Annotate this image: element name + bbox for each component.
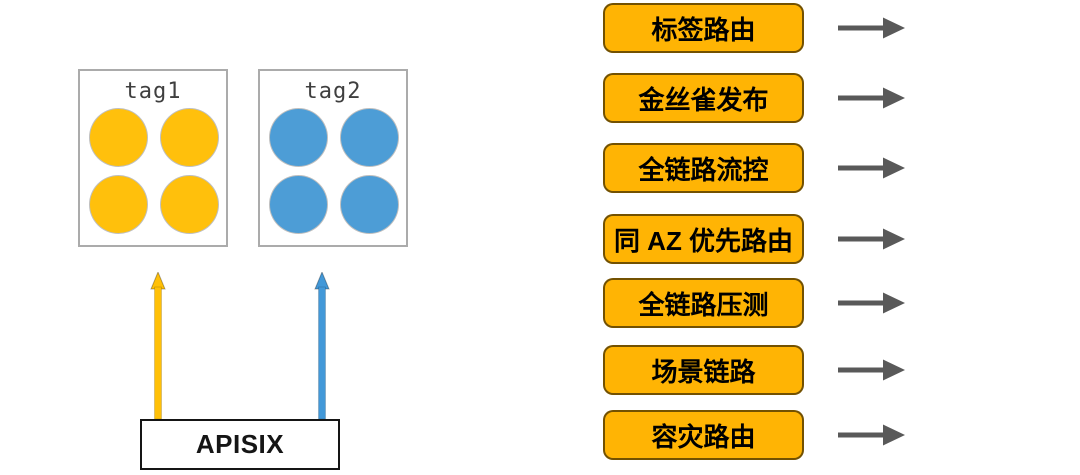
up-arrow-icon-blue (314, 272, 330, 419)
feature-row: 同 AZ 优先路由 (603, 214, 906, 264)
feature-button-full-link-stress-test: 全链路压测 (603, 278, 804, 328)
cluster-box-tag2: tag2 (258, 69, 408, 247)
right-arrow-icon (838, 87, 905, 109)
pod-circle (341, 176, 398, 233)
feature-row: 金丝雀发布 (603, 73, 906, 123)
pod-circle (270, 109, 327, 166)
feature-button-full-link-flow-control: 全链路流控 (603, 143, 804, 193)
pod-circle (341, 109, 398, 166)
right-arrow-icon (838, 424, 905, 446)
right-arrow-icon (838, 292, 905, 314)
feature-button-tag-routing: 标签路由 (603, 3, 804, 53)
feature-row: 场景链路 (603, 345, 906, 395)
apisix-gateway-label: APISIX (195, 429, 285, 459)
feature-row: 容灾路由 (603, 410, 906, 460)
pod-circle (90, 176, 147, 233)
right-arrow-icon (838, 157, 905, 179)
feature-row: 全链路流控 (603, 143, 906, 193)
feature-row: 全链路压测 (603, 278, 906, 328)
feature-button-disaster-recovery-routing: 容灾路由 (603, 410, 804, 460)
pod-circle (270, 176, 327, 233)
pod-circle (90, 109, 147, 166)
right-arrow-icon (838, 17, 905, 39)
cluster-box-tag1: tag1 (78, 69, 228, 247)
apisix-gateway-box: APISIX (140, 419, 340, 470)
right-arrow-icon (838, 359, 905, 381)
cluster-label-tag1: tag1 (124, 79, 182, 104)
pod-circle (161, 109, 218, 166)
cluster-label-tag2: tag2 (304, 79, 362, 104)
right-arrow-icon (838, 228, 905, 250)
feature-button-canary-release: 金丝雀发布 (603, 73, 804, 123)
feature-row: 标签路由 (603, 3, 906, 53)
up-arrow-icon-orange (150, 272, 166, 419)
feature-button-same-az-priority-routing: 同 AZ 优先路由 (603, 214, 804, 264)
pod-circle (161, 176, 218, 233)
feature-button-scenario-link: 场景链路 (603, 345, 804, 395)
